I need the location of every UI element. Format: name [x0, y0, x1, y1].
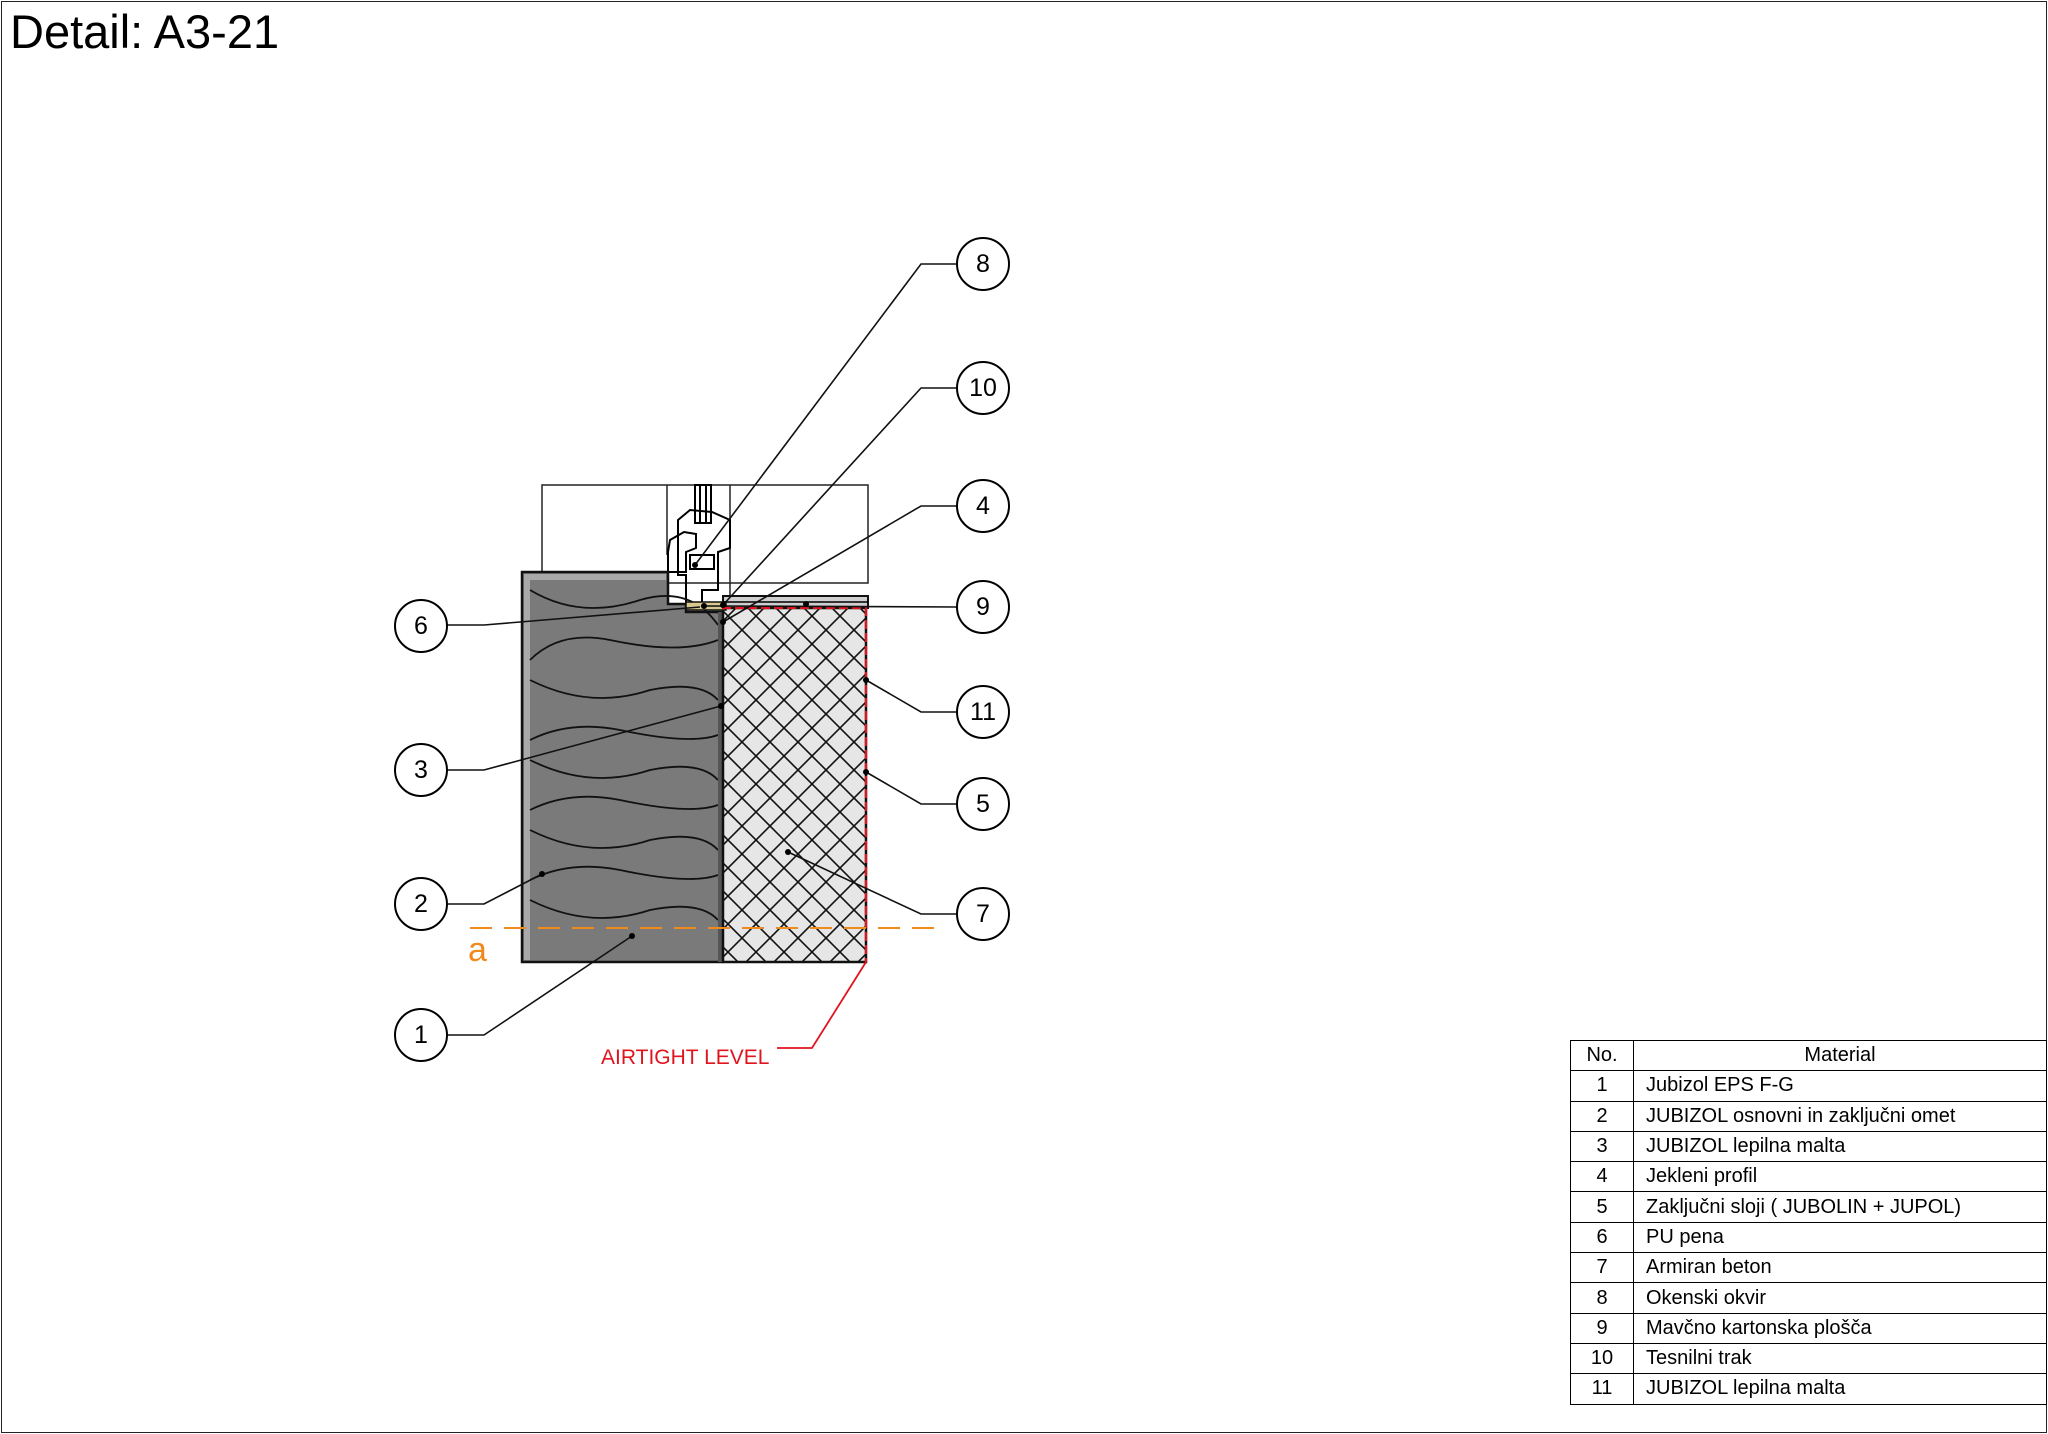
svg-text:9: 9: [976, 593, 990, 621]
legend-header-row: No. Material: [1570, 1039, 2047, 1072]
legend-no: 5: [1570, 1191, 1634, 1223]
callout-9: 9: [956, 580, 1010, 634]
legend-material: Jekleni profil: [1633, 1161, 2047, 1193]
callout-7: 7: [956, 887, 1010, 941]
legend-no: 9: [1570, 1312, 1634, 1344]
callout-3: 3: [394, 743, 448, 797]
svg-text:8: 8: [976, 250, 990, 278]
callout-8: 8: [956, 237, 1010, 291]
legend-no: 7: [1570, 1252, 1634, 1284]
legend-material: JUBIZOL lepilna malta: [1633, 1373, 2047, 1405]
callout-1: 1: [394, 1008, 448, 1062]
leader-dots: [539, 562, 869, 939]
legend-material: Jubizol EPS F-G: [1633, 1070, 2047, 1102]
airtight-leader: [777, 961, 867, 1049]
legend-no: 10: [1570, 1342, 1634, 1375]
callout-2: 2: [394, 877, 448, 931]
svg-text:10: 10: [969, 374, 997, 402]
callout-6: 6: [394, 599, 448, 653]
callout-11: 11: [956, 685, 1010, 739]
legend-material: Okenski okvir: [1633, 1282, 2047, 1314]
legend-no: 1: [1570, 1070, 1634, 1102]
svg-text:2: 2: [414, 890, 428, 918]
svg-text:1: 1: [414, 1021, 428, 1049]
reinforced-concrete-wall: [721, 606, 868, 964]
svg-text:6: 6: [414, 612, 428, 640]
svg-text:3: 3: [414, 756, 428, 784]
legend-no: 11: [1570, 1373, 1634, 1405]
window-frame-profile: [667, 484, 731, 605]
adhesive-layer: [718, 612, 723, 962]
callout-5: 5: [956, 777, 1010, 831]
legend-no: 2: [1570, 1100, 1634, 1132]
legend-material: JUBIZOL osnovni in zaključni omet: [1633, 1100, 2047, 1132]
svg-text:4: 4: [976, 492, 990, 520]
svg-text:11: 11: [970, 698, 996, 726]
legend-material: PU pena: [1633, 1221, 2047, 1254]
airtight-line: [722, 606, 868, 962]
drawing-title: Detail: A3-21: [10, 5, 280, 58]
legend-material: JUBIZOL lepilna malta: [1633, 1130, 2047, 1163]
airtight-level-label: AIRTIGHT LEVEL: [601, 1046, 769, 1069]
section-mark-label: a: [468, 931, 487, 969]
legend-material: Mavčno kartonska plošča: [1633, 1312, 2047, 1344]
legend-no: 8: [1570, 1282, 1634, 1314]
callout-10: 10: [956, 361, 1010, 415]
legend-no: 3: [1570, 1130, 1634, 1163]
svg-text:5: 5: [976, 790, 990, 818]
legend-material: Tesnilni trak: [1633, 1342, 2047, 1375]
legend-no: 6: [1570, 1221, 1634, 1254]
legend-material: Zaključni sloji ( JUBOLIN + JUPOL): [1633, 1191, 2047, 1223]
insulation-eps: [520, 570, 724, 964]
legend-header-no: No.: [1570, 1039, 1634, 1072]
svg-text:7: 7: [976, 900, 990, 928]
callout-4: 4: [956, 479, 1010, 533]
legend-header-material: Material: [1633, 1039, 2047, 1072]
leader-lines: [445, 263, 959, 1036]
legend-material: Armiran beton: [1633, 1252, 2047, 1284]
legend-no: 4: [1570, 1161, 1634, 1193]
